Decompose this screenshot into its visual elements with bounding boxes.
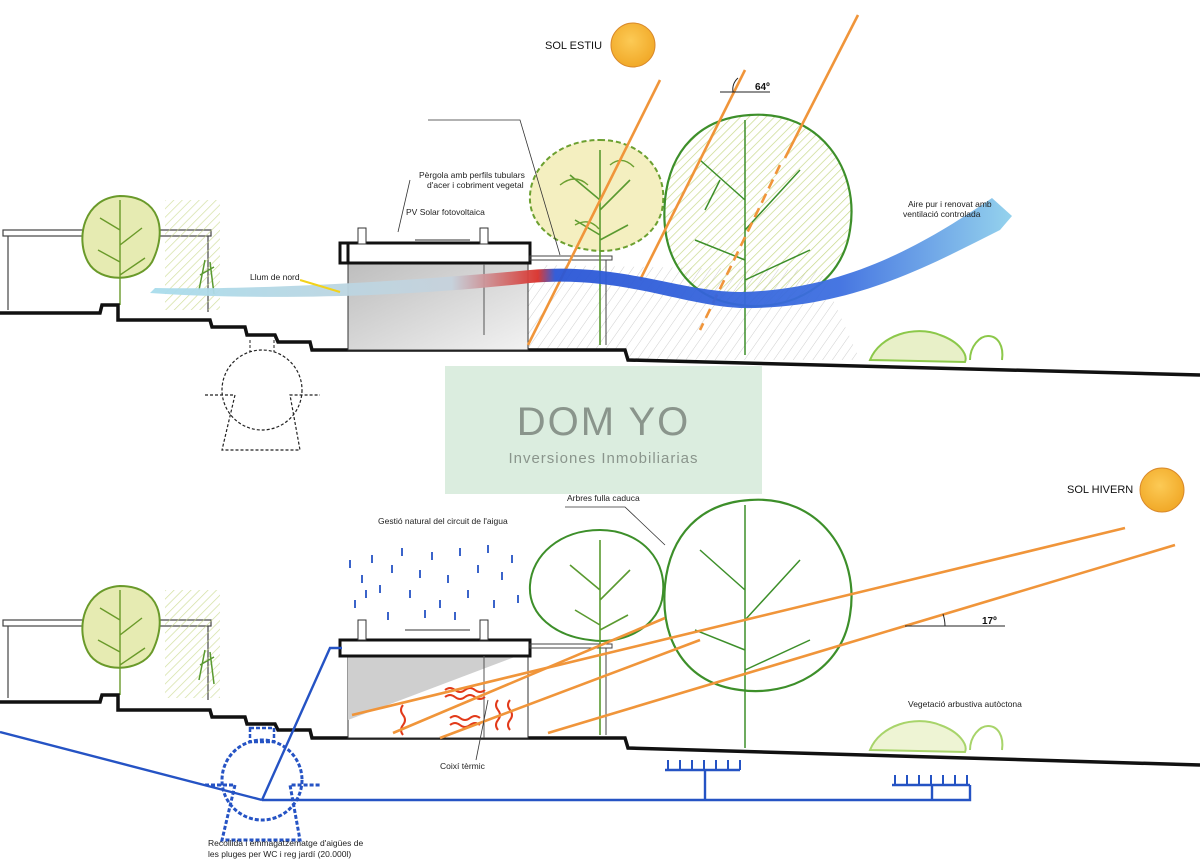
thermal-leader-line xyxy=(475,699,489,761)
pv-label: PV Solar fotovoltaica xyxy=(406,207,485,217)
winter-angle-label: 17º xyxy=(982,616,997,627)
thermal-cushion-label: Coixí tèrmic xyxy=(440,761,486,771)
watermark-brand: DOM YO xyxy=(516,400,691,444)
winter-sun-label: SOL HIVERN xyxy=(1067,484,1133,496)
water-pipes xyxy=(0,646,972,802)
north-light-arrow xyxy=(299,279,341,293)
summer-shrub xyxy=(868,330,1004,364)
pergola-leader-line xyxy=(428,119,561,256)
watermark-overlay: DOM YO Inversiones Inmobiliarias xyxy=(445,366,762,494)
rain-drops xyxy=(349,545,519,620)
summer-angle-label: 64º xyxy=(755,82,770,93)
summer-angle-marker xyxy=(720,77,770,93)
left-tree-summer xyxy=(81,194,220,310)
summer-tree-1 xyxy=(528,138,665,345)
winter-angle-marker xyxy=(905,613,1005,627)
tank-label-line-1: Recollida i emmagatzematge d'aigües de xyxy=(208,838,363,848)
winter-cistern xyxy=(205,726,320,842)
winter-sun-rays xyxy=(351,526,1176,740)
vegetation-label: Vegetació arbustiva autòctona xyxy=(908,699,1022,709)
air-label-line-1: Aire pur i renovat amb xyxy=(908,199,992,209)
summer-building xyxy=(338,227,613,351)
watermark-logo-icon xyxy=(1049,366,1079,410)
air-label-line-2: ventilació controlada xyxy=(903,209,981,219)
winter-shrub xyxy=(868,720,1004,754)
pergola-label-line-1: Pèrgola amb perfils tubulars xyxy=(419,170,525,180)
pv-leader-line xyxy=(397,179,411,233)
watermark-subtitle: Inversiones Inmobiliarias xyxy=(508,450,699,467)
winter-tree-1 xyxy=(528,528,665,735)
trees-label: Arbres fulla caduca xyxy=(567,493,640,503)
irrigation-arrows xyxy=(667,760,968,785)
summer-sun xyxy=(610,22,656,68)
north-light-label: Llum de nord xyxy=(250,272,300,282)
winter-building xyxy=(338,619,613,739)
winter-section: SOL HIVERN 17º Gestió natural del circui… xyxy=(0,467,1200,859)
winter-tree-2 xyxy=(663,498,853,748)
summer-sun-label: SOL ESTIU xyxy=(545,40,602,52)
winter-sun xyxy=(1139,467,1185,513)
summer-section: SOL ESTIU 64º Pèrgola amb perfils tubula… xyxy=(0,14,1200,451)
tank-label-line-2: les pluges per WC i reg jardí (20.000l) xyxy=(208,849,351,859)
trees-leader-line xyxy=(565,506,666,546)
left-tree-winter xyxy=(81,584,220,698)
water-cycle-label: Gestió natural del circuit de l'aigua xyxy=(378,516,508,526)
summer-cistern xyxy=(205,340,320,451)
pergola-label-line-2: d'acer i cobriment vegetal xyxy=(427,180,524,190)
